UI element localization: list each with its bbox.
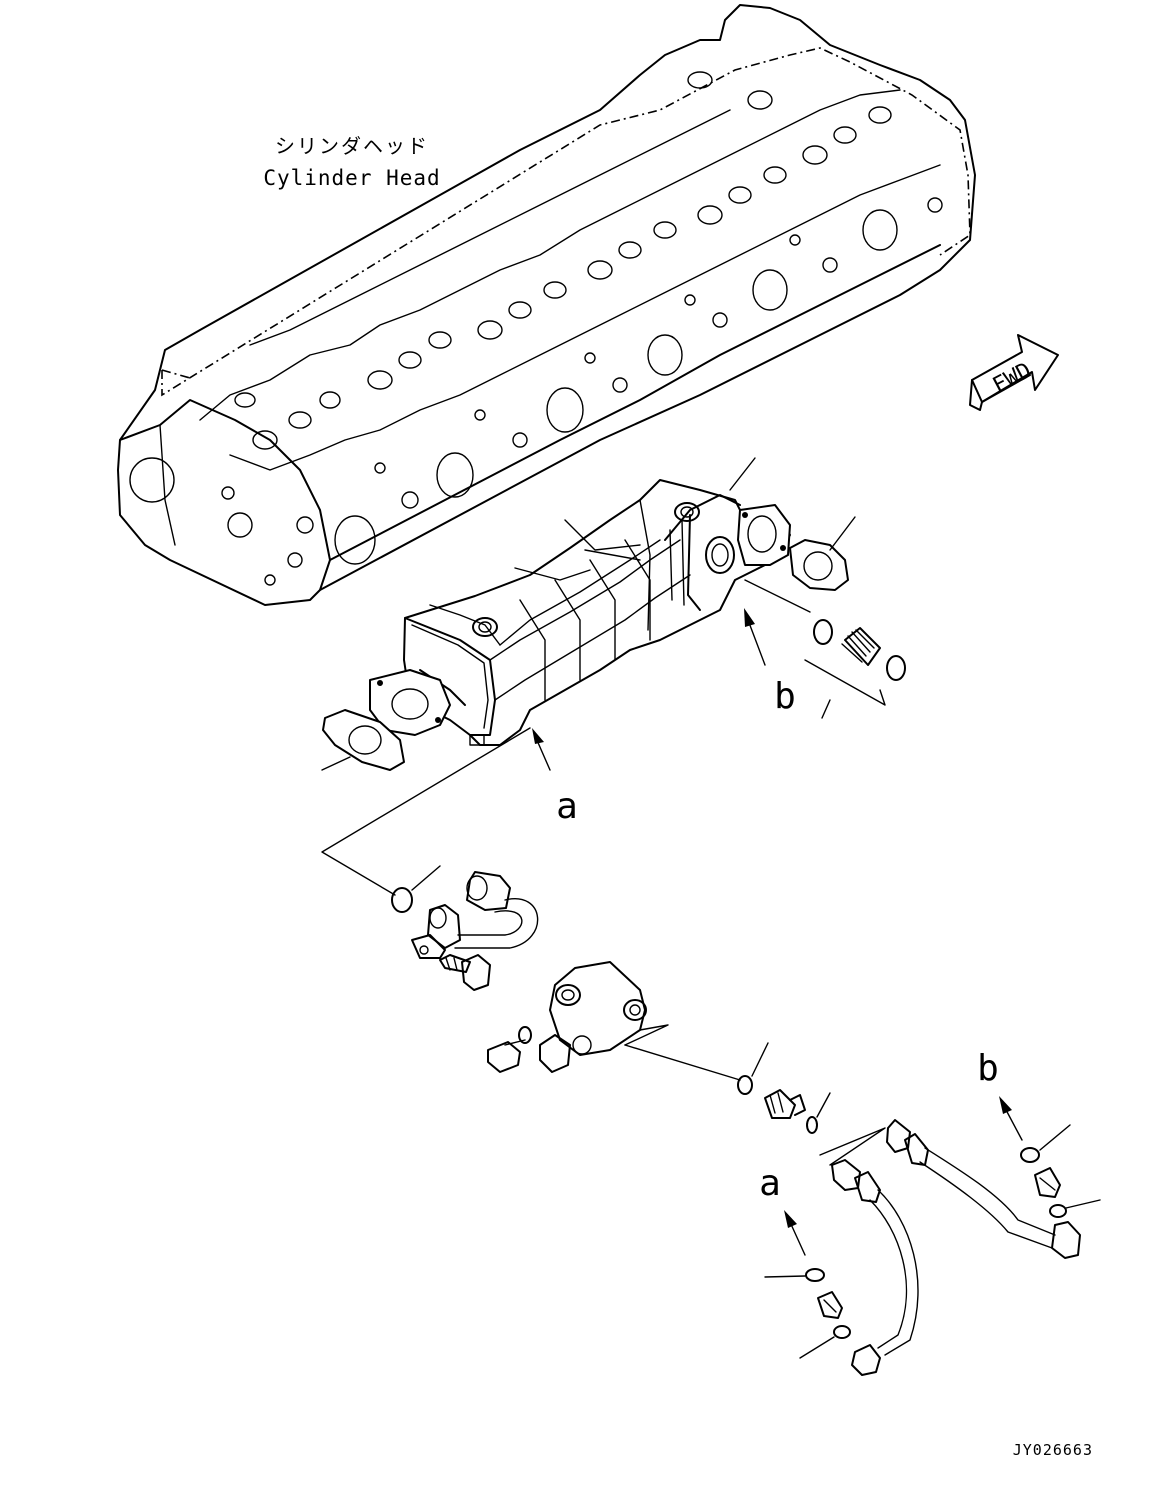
hose-b — [886, 1119, 1081, 1259]
callout-b-upper: b — [774, 676, 796, 717]
bolt-tee — [487, 1039, 526, 1073]
bracket-a-group — [321, 727, 531, 896]
callout-a-upper: a — [556, 786, 578, 827]
cylinder-head-label-ja: シリンダヘッド — [275, 134, 429, 158]
o-ring-a-lower-2 — [799, 1325, 851, 1359]
callout-b-upper-arrow — [744, 608, 766, 666]
rear-connector-group — [744, 579, 906, 719]
cylinder-head-label-en: Cylinder Head — [263, 166, 440, 190]
rear-gasket — [789, 516, 856, 591]
callout-b-lower: b — [977, 1048, 999, 1089]
u-pipe — [411, 871, 539, 959]
callout-a-upper-arrow — [532, 728, 551, 771]
adapter-b-lower — [1034, 1167, 1061, 1198]
adapter-a-lower — [817, 1291, 843, 1319]
drawing-number: JY026663 — [1013, 1441, 1093, 1459]
bolt-upper — [439, 954, 491, 991]
o-ring-tee — [518, 1026, 532, 1044]
cylinder-head — [117, 4, 976, 606]
front-gasket — [321, 709, 405, 771]
callout-b-lower-arrow — [999, 1096, 1023, 1141]
o-ring-left — [391, 865, 441, 913]
callout-a-lower-arrow — [784, 1210, 806, 1256]
egr-cooler — [369, 479, 791, 746]
fwd-arrow-icon: FWD — [969, 334, 1059, 411]
o-ring-middle — [737, 1042, 769, 1095]
o-ring-b-lower-2 — [1049, 1199, 1101, 1218]
hose-a — [831, 1159, 919, 1376]
o-ring-b-lower — [1020, 1124, 1071, 1163]
o-ring-middle-2 — [806, 1092, 831, 1134]
o-ring-a-lower — [764, 1268, 825, 1282]
adapter-middle — [764, 1089, 806, 1119]
tee-block — [539, 961, 669, 1073]
callout-a-lower: a — [759, 1163, 781, 1204]
